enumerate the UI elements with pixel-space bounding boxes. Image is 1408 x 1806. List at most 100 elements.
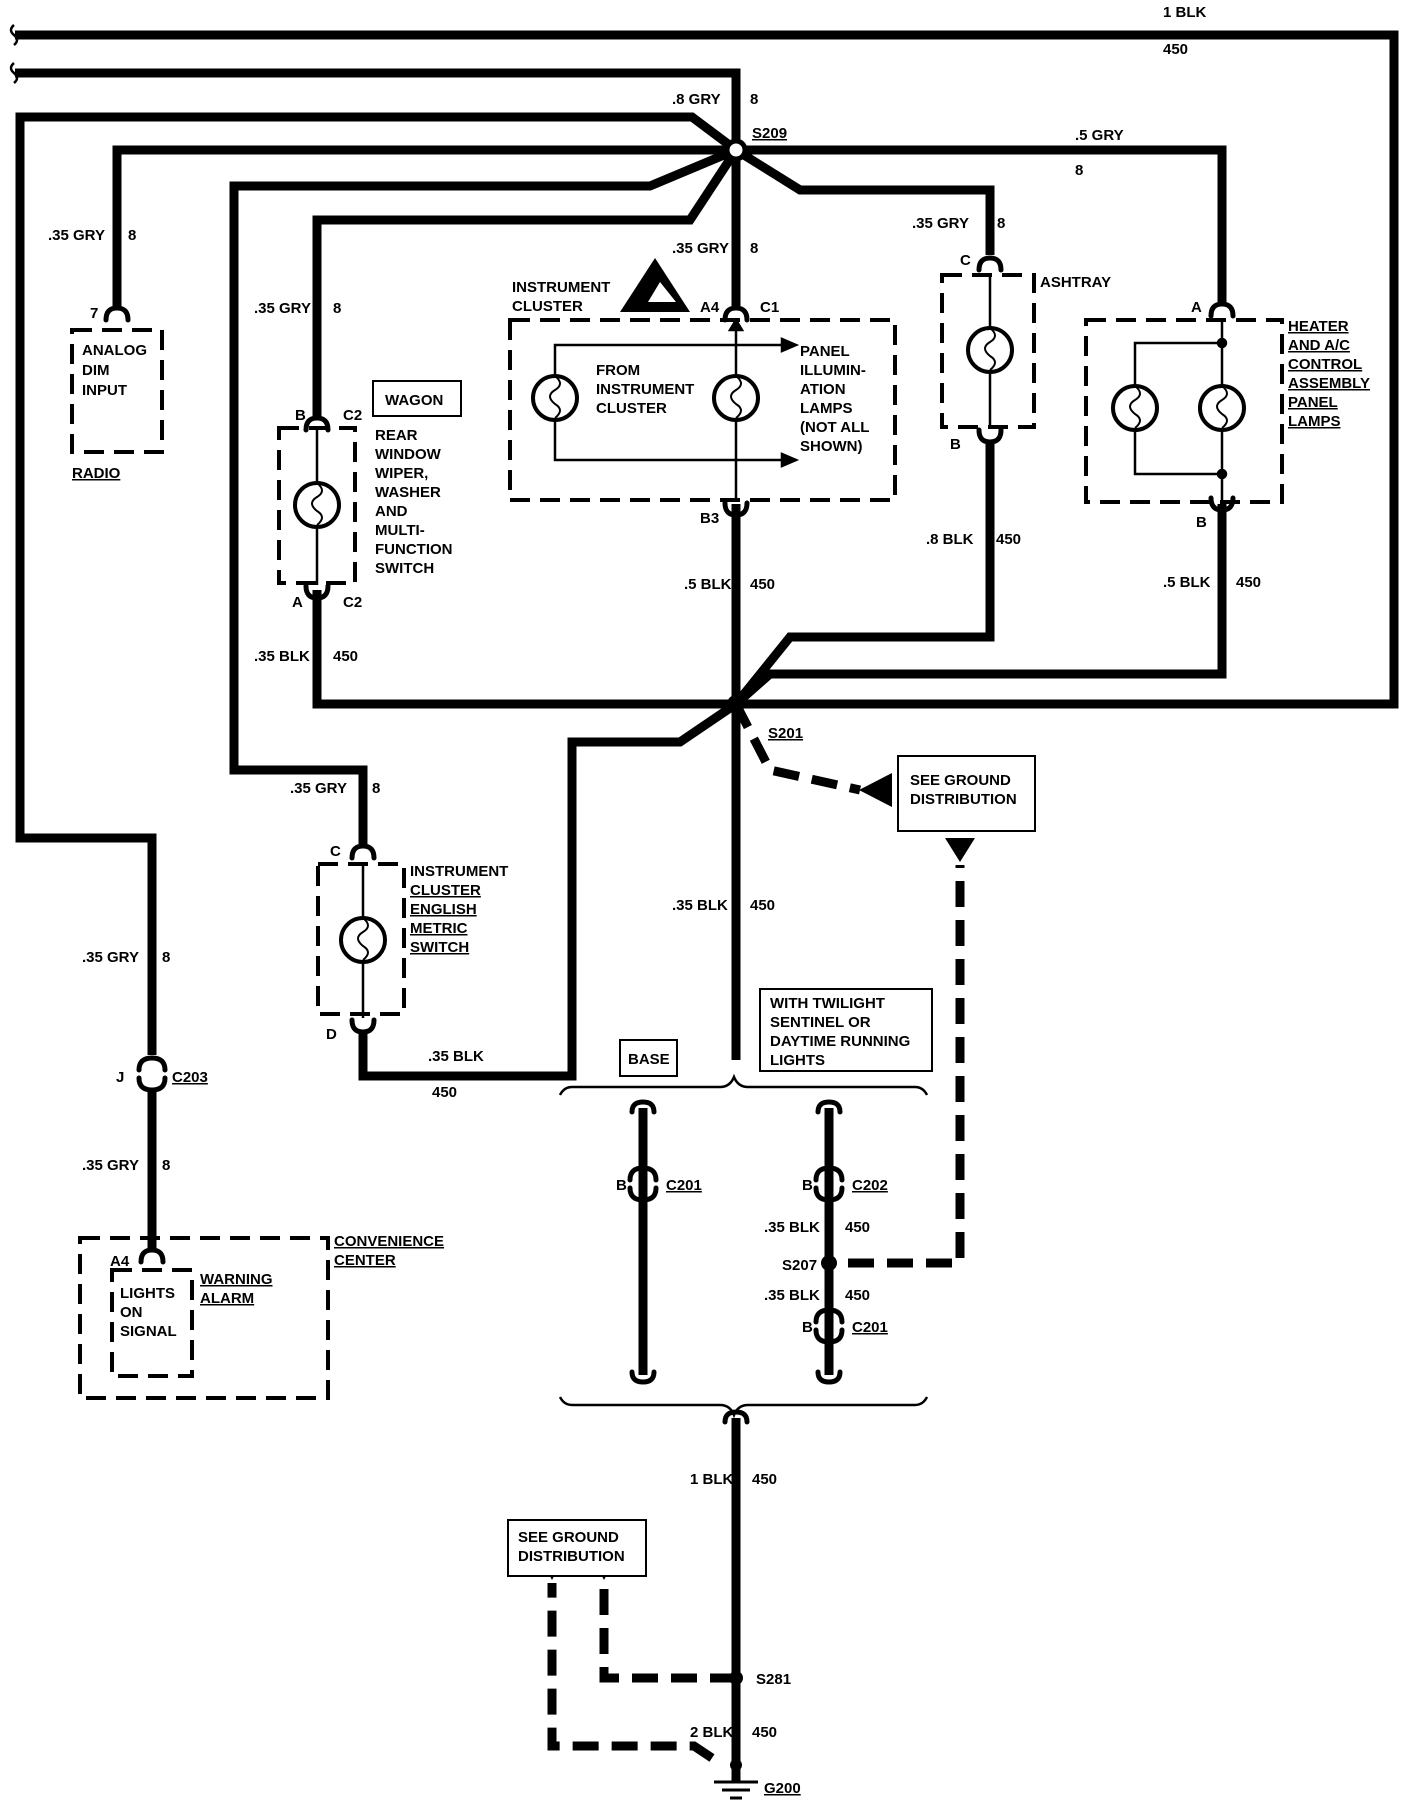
wire-label: 450 bbox=[750, 576, 775, 593]
radio-text: INPUT bbox=[82, 382, 127, 399]
wire-metric-blk bbox=[358, 700, 739, 1081]
see-ground-text: DISTRIBUTION bbox=[518, 1548, 625, 1565]
wire-metric-gry bbox=[229, 145, 738, 846]
heater-box bbox=[1084, 318, 1284, 504]
see-ground-text: DISTRIBUTION bbox=[910, 791, 1017, 808]
splice-s201 bbox=[727, 695, 745, 713]
dashed-g200 bbox=[547, 1583, 715, 1762]
heater-name: HEATER bbox=[1288, 318, 1349, 335]
splice-s207 bbox=[821, 1255, 837, 1271]
wire-label: 450 bbox=[845, 1287, 870, 1304]
pin-label: C2 bbox=[343, 594, 362, 611]
connector-ic-a4 bbox=[722, 305, 750, 323]
connector-heat-a bbox=[1208, 301, 1236, 319]
wiper-name: AND bbox=[375, 503, 408, 520]
pin-label: C2 bbox=[343, 407, 362, 424]
ic-name: INSTRUMENT bbox=[512, 279, 610, 296]
lamp-icon bbox=[966, 275, 1014, 425]
connector-ic-b3 bbox=[722, 500, 750, 518]
ic-text: SHOWN) bbox=[800, 438, 863, 455]
wire-break-top bbox=[9, 24, 19, 46]
wiper-name: WINDOW bbox=[375, 446, 442, 463]
harness-bracket-top bbox=[558, 1073, 929, 1096]
wire-label: .8 BLK bbox=[926, 531, 974, 548]
heater-name: LAMPS bbox=[1288, 413, 1341, 430]
metric-name: METRIC bbox=[410, 920, 468, 937]
wire-label: .5 BLK bbox=[1163, 574, 1211, 591]
wire-label: 8 bbox=[1075, 162, 1083, 179]
wire-label: .35 BLK bbox=[672, 897, 728, 914]
dashed-s201-to-ground bbox=[731, 701, 861, 795]
wire-label: 450 bbox=[996, 531, 1021, 548]
heater-name: PANEL bbox=[1288, 394, 1338, 411]
wire-label: 8 bbox=[372, 780, 380, 797]
esd-warning-icon bbox=[620, 258, 690, 312]
metric-switch-box bbox=[316, 862, 406, 1016]
wire-wiper-gry bbox=[312, 147, 740, 420]
warning-alarm-text: ALARM bbox=[200, 1290, 254, 1307]
connector-label: C203 bbox=[172, 1069, 208, 1086]
wire-end-base-top bbox=[629, 1099, 657, 1115]
ground-label: G200 bbox=[764, 1780, 801, 1797]
lamp-icon bbox=[531, 374, 579, 422]
pin-label: A4 bbox=[700, 299, 720, 316]
wire-end-base-bottom bbox=[629, 1369, 657, 1385]
ic-text: PANEL bbox=[800, 343, 850, 360]
wire-label: .35 GRY bbox=[48, 227, 105, 244]
ic-text: FROM bbox=[596, 362, 640, 379]
connector-metric-d bbox=[349, 1017, 377, 1035]
wire-label: 450 bbox=[1236, 574, 1261, 591]
radio-text: ANALOG bbox=[82, 342, 147, 359]
connector-label: C202 bbox=[852, 1177, 888, 1194]
wire-label: 8 bbox=[333, 300, 341, 317]
wire-end-main-top bbox=[722, 1409, 750, 1425]
see-ground-box-2 bbox=[507, 1519, 647, 1577]
connector-metric-c bbox=[349, 843, 377, 861]
lamp-icon bbox=[1198, 384, 1246, 432]
wire-label: 8 bbox=[750, 240, 758, 257]
wire-label: 1 BLK bbox=[690, 1471, 734, 1488]
ic-name: CLUSTER bbox=[512, 298, 583, 315]
wire-label: .5 BLK bbox=[684, 576, 732, 593]
splice-s281 bbox=[729, 1671, 743, 1685]
harness-bracket-bottom bbox=[558, 1396, 929, 1419]
cc-text: SIGNAL bbox=[120, 1323, 177, 1340]
lamp-icon bbox=[712, 374, 760, 422]
pin-label: J bbox=[116, 1069, 124, 1086]
splice-g200 bbox=[730, 1759, 742, 1771]
wagon-box bbox=[372, 380, 462, 417]
connector-cc-a4 bbox=[138, 1247, 166, 1265]
cc-text: ON bbox=[120, 1304, 143, 1321]
pin-label: B bbox=[295, 407, 306, 424]
pin-label: 7 bbox=[90, 305, 98, 322]
wire-label: 450 bbox=[432, 1084, 457, 1101]
ic-text: (NOT ALL bbox=[800, 419, 869, 436]
twilight-text: DAYTIME RUNNING bbox=[770, 1033, 910, 1050]
connector-radio-7 bbox=[103, 305, 131, 323]
connector-heat-b bbox=[1208, 495, 1236, 513]
ic-text: ATION bbox=[800, 381, 846, 398]
splice-label: S201 bbox=[768, 725, 803, 742]
connector-wiper-c2-bottom bbox=[303, 583, 331, 601]
wire-label: 8 bbox=[162, 1157, 170, 1174]
cc-name: CENTER bbox=[334, 1252, 396, 1269]
wire-break-bottom bbox=[9, 62, 19, 84]
pin-label: C bbox=[330, 843, 341, 860]
wiper-name: WIPER, bbox=[375, 465, 428, 482]
heater-name: CONTROL bbox=[1288, 356, 1362, 373]
wire-label: .5 GRY bbox=[1075, 127, 1124, 144]
twilight-text: WITH TWILIGHT bbox=[770, 995, 885, 1012]
connector-c201b-top bbox=[813, 1307, 845, 1325]
splice-s209 bbox=[724, 138, 748, 162]
metric-name: CLUSTER bbox=[410, 882, 481, 899]
heater-name: ASSEMBLY bbox=[1288, 375, 1370, 392]
heater-name: AND A/C bbox=[1288, 337, 1350, 354]
pin-label: B3 bbox=[700, 510, 719, 527]
see-ground-text: SEE GROUND bbox=[518, 1529, 619, 1546]
pin-label: A bbox=[1191, 299, 1202, 316]
connector-c201a-top bbox=[627, 1165, 659, 1183]
pin-label: B bbox=[950, 436, 961, 453]
lamp-icon bbox=[293, 430, 341, 585]
